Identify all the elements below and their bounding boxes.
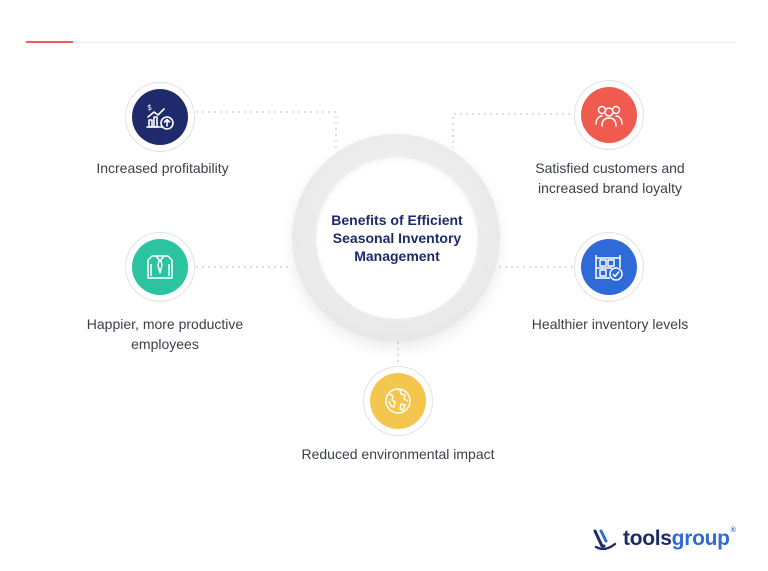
top-divider	[73, 42, 735, 43]
brand-name-group: group	[671, 527, 730, 550]
node-customers	[574, 80, 644, 150]
center-circle: Benefits of Efficient Seasonal Inventory…	[316, 157, 478, 319]
label-employees: Happier, more productive employees	[86, 316, 244, 352]
brand-registered: ®	[730, 527, 736, 534]
toolsgroup-mark-icon	[593, 528, 617, 550]
top-accent-line	[26, 41, 73, 43]
label-customers: Satisfied customers and increased brand …	[535, 160, 685, 196]
customers-group-icon	[595, 105, 623, 127]
connector-profitability	[196, 111, 337, 148]
node-environment	[363, 366, 433, 436]
employee-shirt-icon	[147, 255, 173, 279]
label-profitability: Increased profitability	[96, 160, 229, 176]
node-inventory	[574, 232, 644, 302]
label-environment: Reduced environmental impact	[301, 446, 495, 462]
toolsgroup-logo: toolsgroup®	[593, 527, 736, 551]
svg-text:$: $	[147, 103, 152, 112]
node-employees	[125, 232, 195, 302]
profit-chart-icon: $	[146, 103, 174, 130]
center-title: Benefits of Efficient Seasonal Inventory…	[331, 212, 463, 264]
connector-customers	[452, 113, 582, 148]
label-inventory: Healthier inventory levels	[531, 316, 689, 332]
node-profitability: $	[125, 82, 195, 152]
brand-name-tools: tools	[623, 527, 672, 550]
globe-icon	[385, 388, 411, 414]
inventory-shelf-icon	[595, 255, 623, 281]
